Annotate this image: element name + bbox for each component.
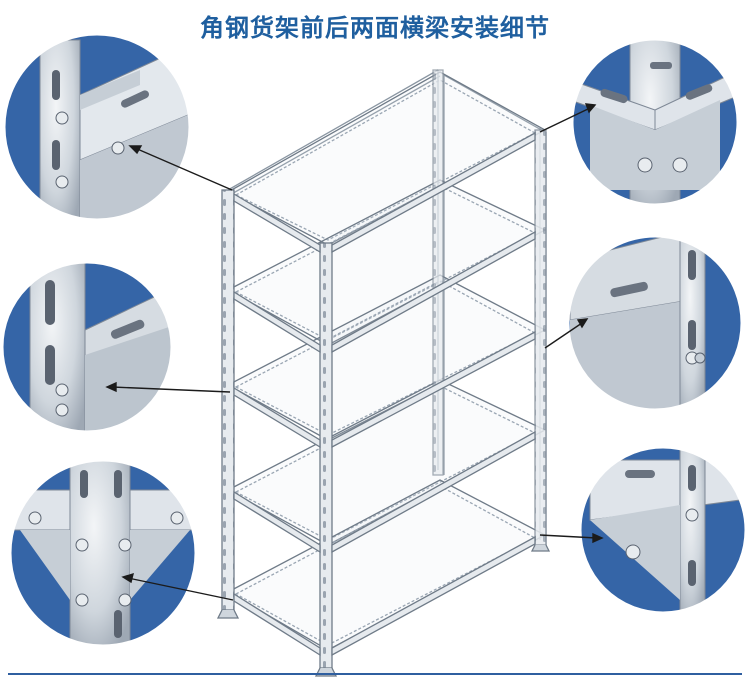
- arrow-bottom-right: [539, 534, 598, 539]
- pointer-arrows: [105, 103, 604, 601]
- arrow-top-right: [539, 107, 591, 133]
- arrow-bottom-left: [127, 577, 234, 601]
- arrow-mid-right: [544, 322, 583, 349]
- shelf-rack: [216, 69, 551, 677]
- detail-circle-top-right: [570, 37, 740, 207]
- arrow-mid-left: [111, 386, 231, 393]
- detail-circle-bottom-right: [578, 445, 748, 615]
- detail-circle-mid-right: [566, 234, 744, 412]
- bottom-divider: [8, 673, 742, 675]
- detail-circle-bottom-left: [8, 458, 198, 648]
- page-title: 角钢货架前后两面横梁安装细节: [200, 13, 550, 42]
- arrow-top-left: [134, 147, 233, 191]
- detail-circle-top-left: [2, 32, 192, 222]
- detail-circle-mid-left: [0, 260, 174, 434]
